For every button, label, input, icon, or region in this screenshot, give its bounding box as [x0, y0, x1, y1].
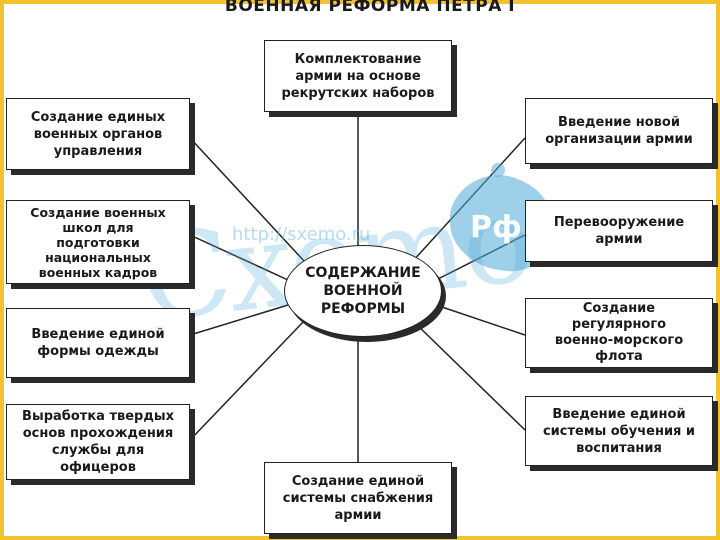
connector-left-1	[189, 137, 306, 263]
box-bottom: Создание единой системы снабжения армии	[264, 462, 452, 534]
box-left-3: Введение единой формы одежды	[6, 308, 190, 378]
connector-left-2	[189, 234, 289, 281]
diagram-title: ВОЕННАЯ РЕФОРМА ПЕТРА I	[224, 0, 516, 16]
center-ellipse: СОДЕРЖАНИЕ ВОЕННОЙ РЕФОРМЫ	[284, 245, 442, 337]
connector-left-4	[189, 319, 306, 441]
connector-left-3	[189, 304, 289, 336]
watermark-url: http://sxemo.ru	[232, 224, 371, 245]
box-left-2: Создание военных школ для подготовки нац…	[6, 200, 190, 284]
box-right-2: Перевооружение армии	[525, 200, 713, 262]
connector-right-3	[435, 304, 526, 336]
box-left-4: Выработка твердых основ прохождения служ…	[6, 404, 190, 480]
watermark-splash-dot	[491, 163, 505, 177]
watermark-mark: Рф	[470, 210, 522, 245]
box-left-1: Создание единых военных органов управлен…	[6, 98, 190, 170]
box-right-1: Введение новой организации армии	[525, 98, 713, 164]
box-right-4: Введение единой системы обучения и воспи…	[525, 396, 713, 466]
box-right-3: Создание регулярного военно-морского фло…	[525, 298, 713, 368]
connector-right-4	[411, 319, 526, 431]
box-top: Комплектование армии на основе рекрутски…	[264, 40, 452, 112]
